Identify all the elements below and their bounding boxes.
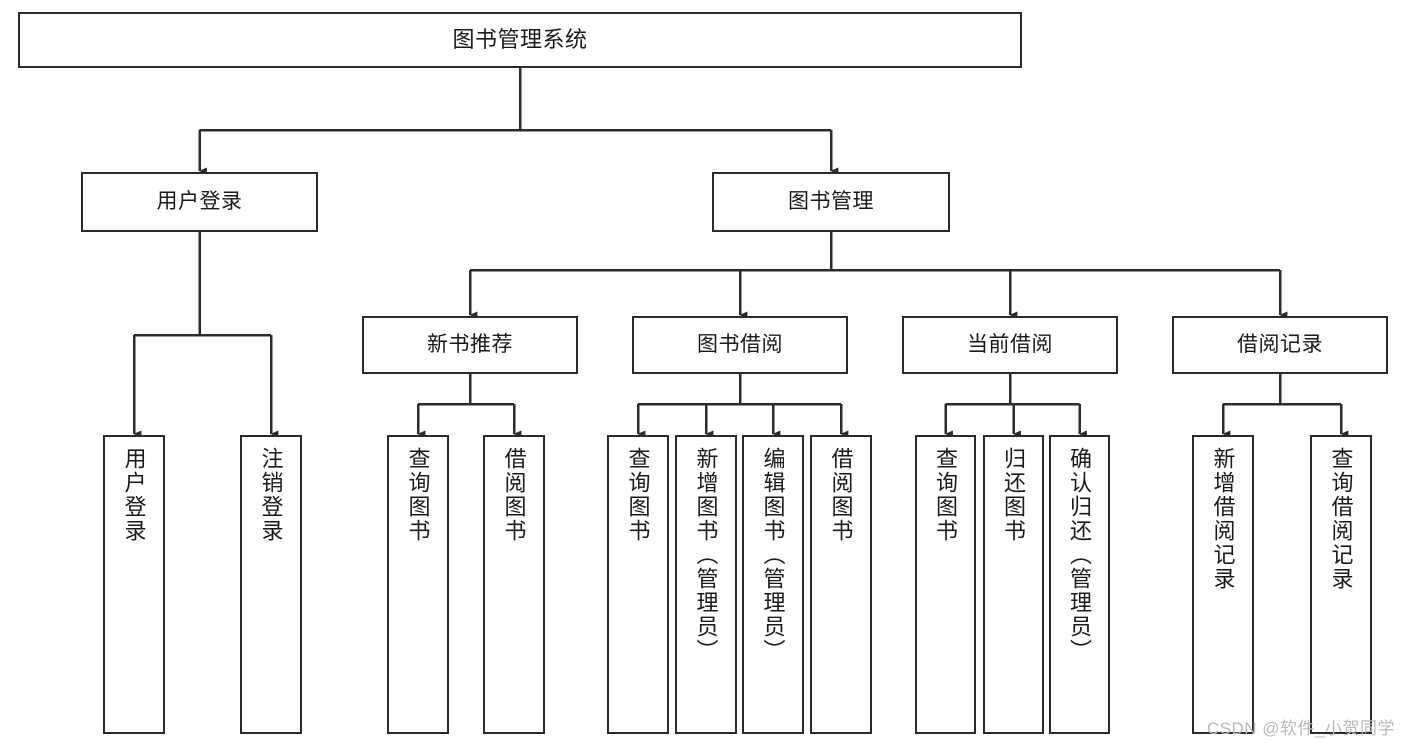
node-leaf-cur-1[interactable]: 查询图书 (915, 435, 976, 734)
node-label-login: 用户登录 (156, 189, 243, 213)
node-leaf-bor-3[interactable]: 编辑图书（管理员） (742, 435, 804, 734)
node-bookmgmt[interactable]: 图书管理 (712, 172, 950, 232)
node-label-records: 借阅记录 (1237, 332, 1323, 356)
node-label-borrow: 图书借阅 (697, 332, 783, 356)
node-leaf-bor-1[interactable]: 查询图书 (607, 435, 669, 734)
node-label-leaf-bor-4: 借阅图书 (828, 447, 854, 543)
node-label-leaf-cur-2: 归还图书 (1001, 447, 1027, 543)
node-leaf-bor-4[interactable]: 借阅图书 (810, 435, 872, 734)
node-label-bookmgmt: 图书管理 (788, 189, 874, 213)
node-label-leaf-login-2: 注销登录 (258, 447, 284, 543)
node-leaf-cur-2[interactable]: 归还图书 (983, 435, 1044, 734)
node-login[interactable]: 用户登录 (81, 172, 318, 232)
node-leaf-login-1[interactable]: 用户登录 (103, 435, 165, 734)
node-label-leaf-bor-3: 编辑图书（管理员） (760, 447, 786, 663)
node-label-leaf-cur-3: 确认归还（管理员） (1067, 447, 1093, 663)
node-records[interactable]: 借阅记录 (1172, 316, 1388, 374)
node-leaf-bor-2[interactable]: 新增图书（管理员） (675, 435, 737, 734)
node-label-current: 当前借阅 (967, 332, 1053, 356)
node-leaf-login-2[interactable]: 注销登录 (240, 435, 302, 734)
node-leaf-new-2[interactable]: 借阅图书 (483, 435, 545, 734)
node-leaf-new-1[interactable]: 查询图书 (387, 435, 449, 734)
node-label-leaf-bor-2: 新增图书（管理员） (693, 447, 719, 663)
node-label-leaf-new-1: 查询图书 (405, 447, 431, 543)
node-leaf-rec-2[interactable]: 查询借阅记录 (1310, 435, 1372, 734)
node-newbook[interactable]: 新书推荐 (362, 316, 578, 374)
node-current[interactable]: 当前借阅 (902, 316, 1118, 374)
node-label-leaf-rec-2: 查询借阅记录 (1328, 447, 1354, 591)
node-leaf-rec-1[interactable]: 新增借阅记录 (1192, 435, 1254, 734)
node-label-leaf-bor-1: 查询图书 (625, 447, 651, 543)
node-root[interactable]: 图书管理系统 (18, 12, 1022, 68)
node-borrow[interactable]: 图书借阅 (632, 316, 848, 374)
node-label-leaf-cur-1: 查询图书 (933, 447, 959, 543)
node-label-root: 图书管理系统 (452, 27, 588, 53)
node-label-newbook: 新书推荐 (427, 332, 513, 356)
node-label-leaf-login-1: 用户登录 (121, 447, 147, 543)
node-label-leaf-new-2: 借阅图书 (501, 447, 527, 543)
node-leaf-cur-3[interactable]: 确认归还（管理员） (1049, 435, 1110, 734)
node-label-leaf-rec-1: 新增借阅记录 (1210, 447, 1236, 591)
